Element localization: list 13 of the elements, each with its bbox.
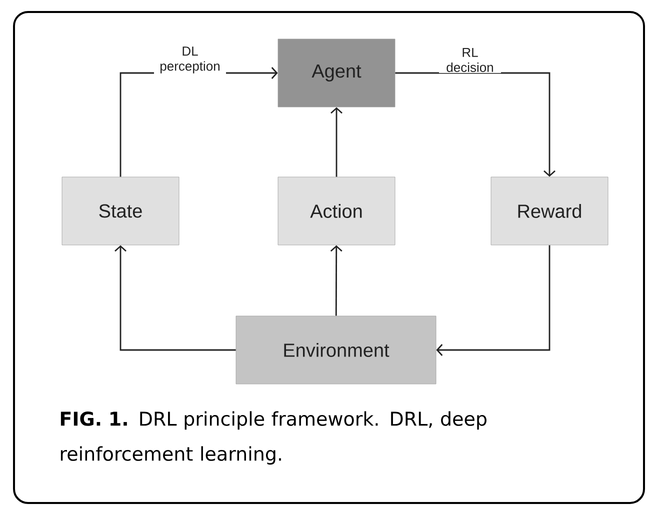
arrow bbox=[436, 245, 550, 356]
arrow bbox=[114, 245, 236, 351]
process-box: State bbox=[62, 176, 180, 246]
edge-label: DL perception bbox=[154, 46, 226, 74]
arrow bbox=[330, 245, 342, 316]
arrow bbox=[395, 72, 556, 177]
process-box: Reward bbox=[490, 176, 608, 246]
arrow bbox=[330, 107, 342, 177]
caption: FIG. 1. DRL principle framework. DRL, deep reinforcement learning. bbox=[60, 411, 486, 465]
process-box: Environment bbox=[236, 316, 436, 384]
agent-box: Agent bbox=[278, 38, 396, 108]
edge-label: RL decision bbox=[439, 46, 501, 74]
process-box: Action bbox=[278, 176, 396, 246]
